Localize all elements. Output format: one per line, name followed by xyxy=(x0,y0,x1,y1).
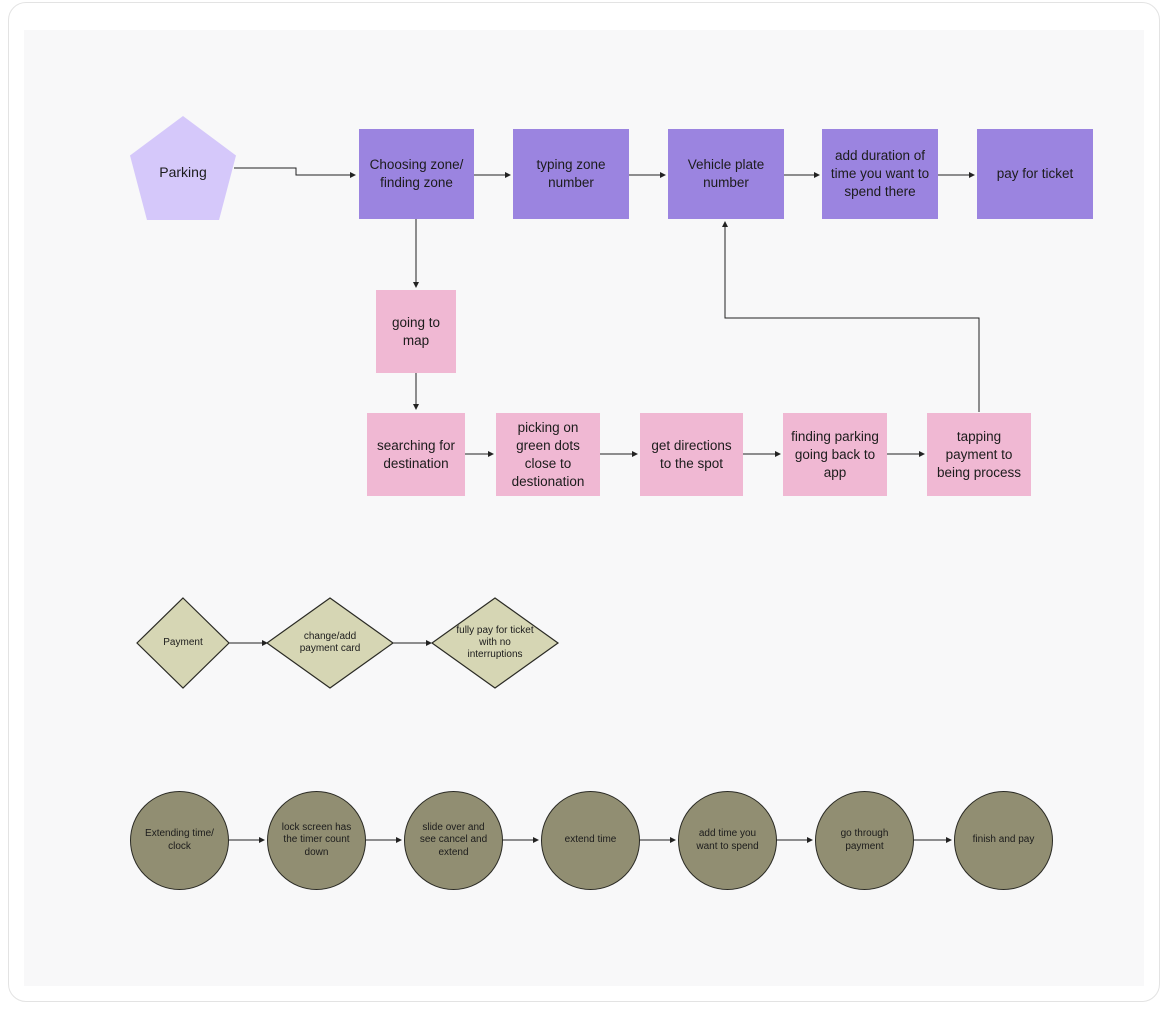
step-picking-green-dots-label: picking on green dots close to destionat… xyxy=(511,419,585,489)
circle-extend-time[interactable]: extend time xyxy=(541,791,640,890)
step-get-directions[interactable]: get directions to the spot xyxy=(640,413,743,496)
step-choosing-zone[interactable]: Choosing zone/ finding zone xyxy=(359,129,474,219)
diamond-fullpay-shape xyxy=(430,597,560,689)
circle-extend-time-label: extend time xyxy=(564,834,617,846)
start-parking-label: Parking xyxy=(159,164,207,180)
edge-parking-to-zone xyxy=(234,167,356,178)
diamond-payment-shape xyxy=(136,597,230,689)
edge-tapping-to-plate xyxy=(722,221,980,412)
circle-lock-screen[interactable]: lock screen has the timer count down xyxy=(267,791,366,890)
step-finding-parking-label: finding parking going back to app xyxy=(791,428,879,480)
diamond-payment[interactable]: Payment xyxy=(143,623,223,663)
circle-finish-and-pay[interactable]: finish and pay xyxy=(954,791,1053,890)
circle-extending-time-label: Extending time/ clock xyxy=(145,828,214,852)
diamond-change-card-label: change/add payment card xyxy=(299,631,361,654)
step-tapping-payment[interactable]: tapping payment to being process xyxy=(927,413,1031,496)
diamond-payment-label: Payment xyxy=(163,637,203,648)
step-typing-zone[interactable]: typing zone number xyxy=(513,129,629,219)
step-add-duration[interactable]: add duration of time you want to spend t… xyxy=(822,129,938,219)
circle-add-time-label: add time you want to spend xyxy=(696,828,759,852)
step-searching-destination-label: searching for destination xyxy=(376,437,456,471)
circle-extending-time[interactable]: Extending time/ clock xyxy=(130,791,229,890)
step-going-to-map-label: going to map xyxy=(391,314,441,348)
diamond-fullpay[interactable]: fully pay for ticket with no interruptio… xyxy=(455,615,535,671)
step-going-to-map[interactable]: going to map xyxy=(376,290,456,373)
step-picking-green-dots[interactable]: picking on green dots close to destionat… xyxy=(496,413,600,496)
step-typing-zone-label: typing zone number xyxy=(536,157,606,190)
circle-lock-screen-label: lock screen has the timer count down xyxy=(281,821,352,858)
step-pay-ticket-label: pay for ticket xyxy=(996,166,1074,181)
step-get-directions-label: get directions to the spot xyxy=(651,437,732,471)
step-finding-parking[interactable]: finding parking going back to app xyxy=(783,413,887,496)
circle-slide-over[interactable]: slide over and see cancel and extend xyxy=(404,791,503,890)
circle-add-time[interactable]: add time you want to spend xyxy=(678,791,777,890)
step-searching-destination[interactable]: searching for destination xyxy=(367,413,465,496)
diamond-change-card[interactable]: change/add payment card xyxy=(285,620,375,666)
step-add-duration-label: add duration of time you want to spend t… xyxy=(830,148,930,199)
step-vehicle-plate[interactable]: Vehicle plate number xyxy=(668,129,784,219)
step-pay-ticket[interactable]: pay for ticket xyxy=(977,129,1093,219)
circle-go-through-payment-label: go through payment xyxy=(840,828,889,852)
circle-slide-over-label: slide over and see cancel and extend xyxy=(419,821,488,858)
circle-go-through-payment[interactable]: go through payment xyxy=(815,791,914,890)
diamond-fullpay-label: fully pay for ticket with no interruptio… xyxy=(456,625,534,660)
step-vehicle-plate-label: Vehicle plate number xyxy=(687,157,765,190)
step-choosing-zone-label: Choosing zone/ finding zone xyxy=(369,157,464,190)
step-tapping-payment-label: tapping payment to being process xyxy=(936,428,1022,480)
diamond-change-card-shape xyxy=(265,597,395,689)
circle-finish-and-pay-label: finish and pay xyxy=(972,834,1035,846)
